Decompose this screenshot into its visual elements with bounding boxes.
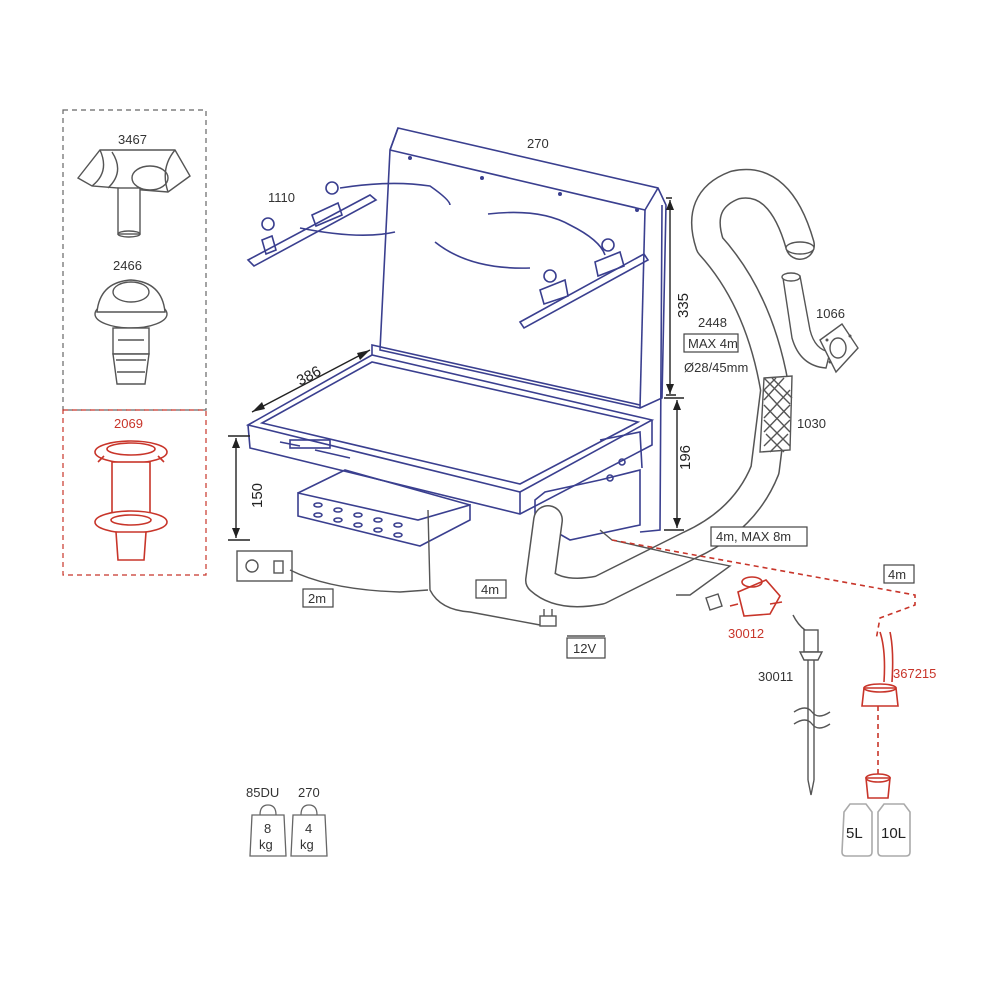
dimension-386 bbox=[251, 349, 371, 413]
part-367215-tank-fitting bbox=[861, 631, 899, 799]
weight-value-270: 4 bbox=[305, 821, 312, 836]
label-367215: 367215 bbox=[893, 666, 936, 681]
dimension-196 bbox=[664, 397, 684, 531]
weight-icon-270 bbox=[290, 804, 328, 857]
part-1030-hose-sleeve bbox=[759, 375, 793, 453]
label-270-top: 270 bbox=[527, 136, 549, 151]
cable-2m-box bbox=[302, 588, 334, 608]
dimension-335 bbox=[666, 197, 676, 396]
label-1110: 1110 bbox=[268, 190, 295, 205]
part-2069-flue-pipe bbox=[94, 440, 168, 561]
label-30011: 30011 bbox=[758, 669, 793, 684]
weight-model-85du: 85DU bbox=[246, 785, 279, 800]
pipe-4m-right: 4m bbox=[888, 567, 906, 582]
fuel-tank-5l bbox=[841, 803, 873, 857]
heater-unit bbox=[245, 127, 667, 547]
label-30012: 30012 bbox=[728, 626, 764, 641]
part-30012-fuel-pump bbox=[705, 576, 783, 617]
pipe-4m-max8m: 4m, MAX 8m bbox=[716, 529, 791, 544]
weight-icon-85du bbox=[249, 804, 287, 857]
tank-10l: 10L bbox=[881, 825, 906, 842]
hose-max-length: MAX 4m bbox=[688, 336, 738, 351]
part-30011-fuel-standpipe bbox=[792, 614, 831, 796]
pipe-4m-right-box bbox=[883, 564, 915, 584]
weight-unit-85du: kg bbox=[259, 837, 273, 852]
hose-max-box bbox=[683, 333, 739, 353]
voltage-box bbox=[566, 637, 606, 659]
fuse-connector bbox=[539, 609, 557, 627]
control-panel bbox=[236, 509, 541, 626]
dimension-335-value: 335 bbox=[675, 293, 692, 318]
label-3467: 3467 bbox=[118, 132, 147, 147]
weight-model-270: 270 bbox=[298, 785, 320, 800]
voltage-12v: 12V bbox=[573, 641, 596, 656]
dimension-196-value: 196 bbox=[677, 445, 694, 470]
weight-unit-270: kg bbox=[300, 837, 314, 852]
hose-diameter: Ø28/45mm bbox=[684, 360, 748, 375]
label-1066: 1066 bbox=[816, 306, 845, 321]
pipe-4m-max8m-box bbox=[710, 526, 808, 547]
tank-5l: 5L bbox=[846, 825, 863, 842]
label-2466: 2466 bbox=[113, 258, 142, 273]
fuel-line bbox=[599, 529, 916, 641]
dimension-150 bbox=[228, 435, 250, 541]
weight-value-85du: 8 bbox=[264, 821, 271, 836]
part-2466-flue-cap bbox=[94, 279, 168, 385]
cable-2m: 2m bbox=[308, 591, 326, 606]
part-1066-air-outlet bbox=[781, 272, 859, 374]
label-2448: 2448 bbox=[698, 315, 727, 330]
accessory-panel bbox=[62, 109, 207, 576]
label-1030: 1030 bbox=[797, 416, 826, 431]
part-2448-duct-hose bbox=[525, 168, 815, 608]
part-1110-burner-arm bbox=[246, 181, 650, 330]
cable-4m: 4m bbox=[481, 582, 499, 597]
part-3467-roof-cowl bbox=[76, 149, 191, 238]
fuel-tank-10l bbox=[877, 803, 911, 857]
cable-4m-box bbox=[475, 579, 507, 599]
dimension-150-value: 150 bbox=[249, 483, 266, 508]
label-2069: 2069 bbox=[114, 416, 143, 431]
